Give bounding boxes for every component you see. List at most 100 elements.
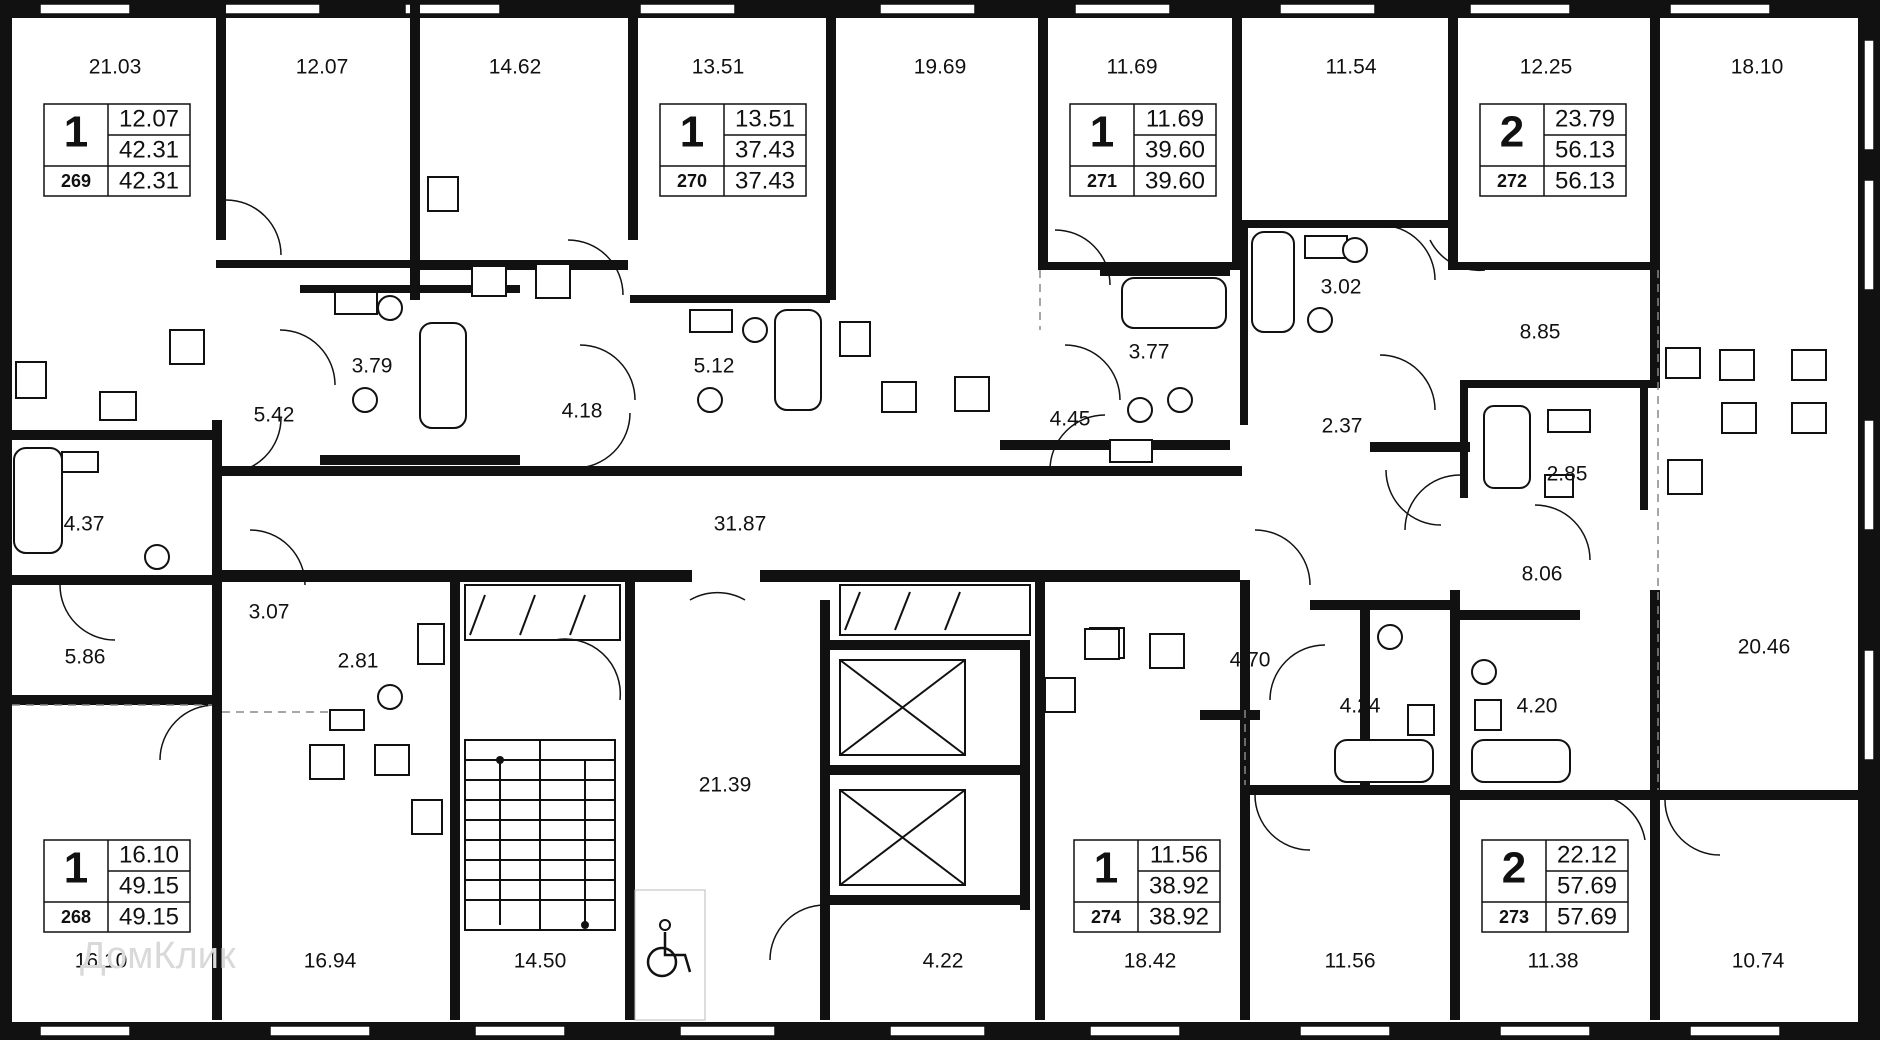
apartment-room-count: 2 <box>1502 844 1526 893</box>
room-area: 14.50 <box>514 950 567 973</box>
room-area: 20.46 <box>1738 636 1791 659</box>
room-area: 3.77 <box>1129 341 1170 364</box>
room-labels: 21.03 12.07 14.62 13.51 19.69 11.69 11.5… <box>64 56 1791 973</box>
apartment-number: 274 <box>1091 907 1121 927</box>
apartment-living-area: 23.79 <box>1555 105 1615 132</box>
room-area: 8.06 <box>1522 563 1563 586</box>
room-area: 3.02 <box>1321 276 1362 299</box>
room-area: 16.10 <box>75 950 128 973</box>
room-area: 5.12 <box>694 355 735 378</box>
apartment-tag: 1 11.56 38.92 274 38.92 <box>1073 839 1221 933</box>
room-area: 4.22 <box>923 950 964 973</box>
apartment-total-area: 42.31 <box>119 136 179 163</box>
apartment-total-area: 57.69 <box>1557 872 1617 899</box>
apartment-number: 270 <box>677 171 707 191</box>
room-area: 21.39 <box>699 774 752 797</box>
room-area: 3.79 <box>352 355 393 378</box>
apartment-total-area: 38.92 <box>1149 872 1209 899</box>
apartment-total-area: 37.43 <box>735 136 795 163</box>
room-area: 16.94 <box>304 950 357 973</box>
apartment-living-area: 11.56 <box>1150 841 1208 868</box>
apartment-living-area: 16.10 <box>119 841 179 868</box>
apartment-total-area: 56.13 <box>1555 136 1615 163</box>
windows-top <box>39 3 1771 15</box>
tag-frame <box>43 103 191 197</box>
dashed-partitions <box>12 270 1659 790</box>
room-area: 4.18 <box>562 400 603 423</box>
interior-walls-upper <box>12 0 1660 585</box>
apartment-tag: 2 22.12 57.69 273 57.69 <box>1481 839 1629 933</box>
room-area: 13.51 <box>692 56 745 79</box>
tag-frame <box>43 839 191 933</box>
corridor-walls <box>222 466 1242 582</box>
apartment-room-count: 1 <box>1090 108 1114 157</box>
room-area: 11.38 <box>1528 950 1579 973</box>
apartment-tag: 1 13.51 37.43 270 37.43 <box>659 103 807 197</box>
apartment-room-count: 1 <box>680 108 704 157</box>
apartment-living-area: 13.51 <box>735 105 795 132</box>
apartment-total-area-alt: 39.60 <box>1145 167 1205 194</box>
apartment-total-area: 49.15 <box>119 872 179 899</box>
room-area: 18.10 <box>1731 56 1784 79</box>
apartment-number: 272 <box>1497 171 1527 191</box>
room-area: 11.56 <box>1325 950 1376 973</box>
apartment-total-area-alt: 56.13 <box>1555 167 1615 194</box>
room-area: 8.85 <box>1520 321 1561 344</box>
room-area: 11.54 <box>1326 56 1377 79</box>
tag-frame <box>1073 839 1221 933</box>
room-area: 19.69 <box>914 56 967 79</box>
apartment-tag: 1 12.07 42.31 269 42.31 <box>43 103 191 197</box>
room-area: 5.42 <box>254 404 295 427</box>
service-shafts <box>464 584 1031 641</box>
bathtubs <box>13 231 1571 783</box>
apartment-total-area-alt: 49.15 <box>119 903 179 930</box>
apartment-number: 268 <box>61 907 91 927</box>
kitchen-fixtures <box>15 176 1827 835</box>
apartment-living-area: 11.69 <box>1146 105 1204 132</box>
apartment-tag: 1 16.10 49.15 268 49.15 <box>43 839 191 933</box>
room-area: 11.69 <box>1107 56 1158 79</box>
room-area: 4.20 <box>1517 695 1558 718</box>
room-area: 4.24 <box>1340 695 1381 718</box>
apartment-number: 269 <box>61 171 91 191</box>
apartment-number: 271 <box>1087 171 1117 191</box>
tag-frame <box>1479 103 1627 197</box>
room-area: 2.37 <box>1322 415 1363 438</box>
apartment-total-area-alt: 38.92 <box>1149 903 1209 930</box>
apartment-room-count: 1 <box>64 844 88 893</box>
room-area: 12.25 <box>1520 56 1573 79</box>
apartment-room-count: 1 <box>64 108 88 157</box>
room-area: 4.37 <box>64 513 105 536</box>
apartment-room-count: 1 <box>1094 844 1118 893</box>
windows-bottom <box>39 1025 1781 1037</box>
tag-frame <box>1481 839 1629 933</box>
room-area: 3.07 <box>249 601 290 624</box>
apartment-total-area: 39.60 <box>1145 136 1205 163</box>
interior-walls-lower <box>12 580 1860 1020</box>
room-area: 18.42 <box>1124 950 1177 973</box>
watermark: ДомКлик <box>80 935 236 977</box>
apartment-total-area-alt: 37.43 <box>735 167 795 194</box>
doors <box>59 199 1721 961</box>
apartment-number: 273 <box>1499 907 1529 927</box>
apartment-total-area-alt: 42.31 <box>119 167 179 194</box>
tag-frame <box>1069 103 1217 197</box>
tag-frame <box>659 103 807 197</box>
room-area: 14.62 <box>489 56 542 79</box>
room-area: 2.81 <box>338 650 379 673</box>
room-area: 10.74 <box>1732 950 1785 973</box>
room-area: 5.86 <box>65 646 106 669</box>
elevators <box>839 659 966 886</box>
windows-right <box>1863 39 1875 761</box>
staircase <box>464 739 616 931</box>
wheelchair-icon <box>634 889 706 1021</box>
apartment-living-area: 22.12 <box>1557 841 1617 868</box>
room-area: 2.85 <box>1547 463 1588 486</box>
room-area: 21.03 <box>89 56 142 79</box>
apartment-total-area-alt: 57.69 <box>1557 903 1617 930</box>
apartment-living-area: 12.07 <box>119 105 179 132</box>
room-area: 4.70 <box>1230 649 1271 672</box>
